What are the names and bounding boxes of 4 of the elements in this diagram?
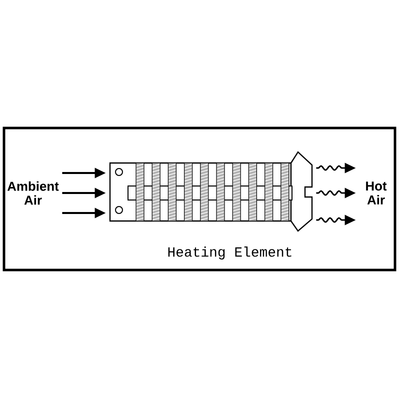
air-label: Hot Air [366,182,387,204]
heating-element-drawing [109,151,313,232]
element-label: Heating Element [168,246,292,260]
air-label: Ambient Air [7,181,59,205]
